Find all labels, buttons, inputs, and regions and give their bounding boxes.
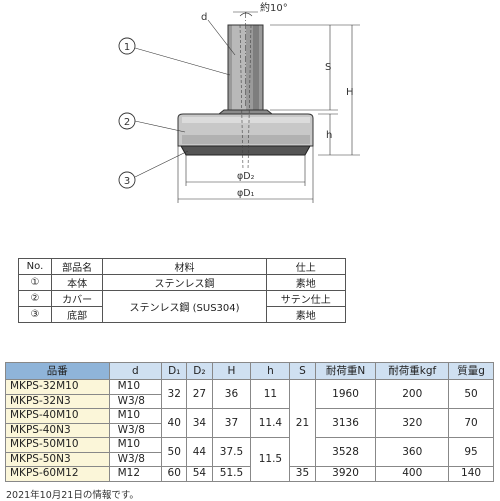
header-d: d xyxy=(108,362,163,380)
table-row: ① 本体 ステンレス鋼 素地 xyxy=(18,274,347,291)
neck xyxy=(217,109,274,115)
stud xyxy=(227,12,264,111)
header-d2: D₂ xyxy=(186,362,213,380)
header-s: S xyxy=(289,362,316,380)
table-row: MKPS-40M10 M10 40 34 37 11.4 3136 320 70 xyxy=(5,408,494,438)
header-h: h xyxy=(250,362,291,380)
header-load-n: 耐荷重N xyxy=(314,362,377,380)
table-row: MKPS-32N3 W3/8 xyxy=(5,393,494,409)
h-upper-label: H xyxy=(346,87,354,98)
callout-1: 1 xyxy=(118,37,231,76)
info-date-note: 2021年10月21日の情報です。 xyxy=(6,490,139,501)
callout-3: 3 xyxy=(118,150,189,189)
table-row: ② カバー ステンレス鋼 (SUS304) サテン仕上 xyxy=(18,290,347,323)
table-row: MKPS-50N3 W3/8 xyxy=(5,451,494,467)
header-model: 品番 xyxy=(5,362,110,380)
body-cap xyxy=(177,113,314,147)
header-no: No. xyxy=(18,258,52,275)
d-label: d xyxy=(201,12,207,23)
header-d1: D₁ xyxy=(161,362,188,380)
angle-label: 約10° xyxy=(260,1,288,14)
bottom-base xyxy=(180,145,311,156)
d2-label: φD₂ xyxy=(237,171,255,182)
callout-2: 2 xyxy=(118,112,186,133)
spec-table: 品番 d D₁ D₂ H h S 耐荷重N 耐荷重kgf 質量g MKPS-32… xyxy=(5,362,494,482)
s-label: S xyxy=(325,62,331,73)
table-row: ③ 底部 素地 xyxy=(18,306,347,323)
svg-text:1: 1 xyxy=(124,42,130,53)
h-lower-label: h xyxy=(326,130,332,141)
parts-table: No. 部品名 材料 仕上 ① 本体 ステンレス鋼 素地 ② カバー ステンレス… xyxy=(18,258,347,323)
technical-drawing: 約10° d S H h φD₂ φD₁ 1 2 3 xyxy=(118,1,360,203)
table-row: MKPS-60M12 M12 60 54 51.5 35 3920 400 14… xyxy=(5,466,494,482)
table-row: MKPS-40N3 W3/8 xyxy=(5,422,494,438)
header-h-total: H xyxy=(211,362,252,380)
d1-label: φD₁ xyxy=(237,188,255,199)
header-part-name: 部品名 xyxy=(50,258,104,275)
svg-text:2: 2 xyxy=(124,117,130,128)
svg-text:3: 3 xyxy=(124,176,130,187)
header-finish: 仕上 xyxy=(265,258,347,275)
header-material: 材料 xyxy=(102,258,267,275)
table-row: MKPS-32M10 M10 32 27 36 11 21 1960 200 5… xyxy=(5,379,494,467)
table-row: MKPS-50M10 M10 50 44 37.5 11.5 3528 360 … xyxy=(5,437,494,482)
header-mass: 質量g xyxy=(448,362,494,380)
header-load-kgf: 耐荷重kgf xyxy=(375,362,450,380)
